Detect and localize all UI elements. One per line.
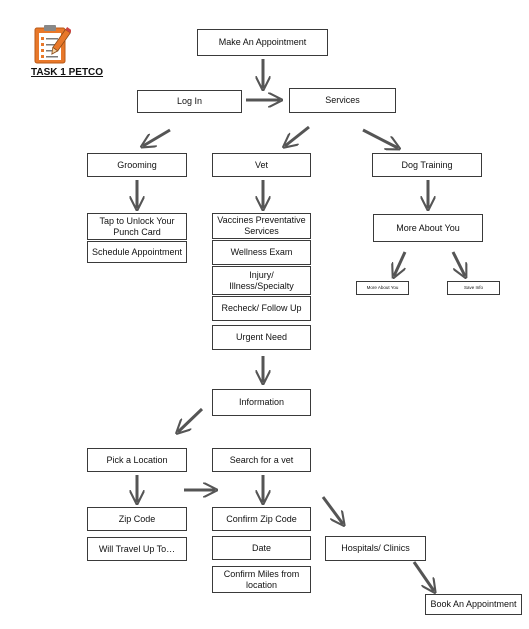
arrow-more-to-moresmall [394,251,407,276]
node-save-info: Save Info [447,281,500,295]
node-dog-training: Dog Training [372,153,482,177]
node-confirm-zip-code: Confirm Zip Code [212,507,311,531]
node-vet: Vet [212,153,311,177]
arrow-hospitals-to-book [412,561,434,591]
node-wellness-exam: Wellness Exam [212,240,311,265]
arrow-services-to-vet [285,125,310,146]
node-services: Services [289,88,396,113]
node-confirm-miles: Confirm Miles from location [212,566,311,593]
arrow-services-to-grooming [143,128,171,146]
arrow-more-to-save [451,251,465,276]
node-date: Date [212,536,311,560]
node-zip-code: Zip Code [87,507,187,531]
node-search-for-a-vet: Search for a vet [212,448,311,472]
node-more-about-you: More About You [373,214,483,242]
node-more-about-you-small: More About You [356,281,409,295]
node-schedule-appointment: Schedule Appointment [87,241,187,263]
node-information: Information [212,389,311,416]
node-log-in: Log In [137,90,242,113]
node-will-travel: Will Travel Up To… [87,537,187,561]
node-vaccines: Vaccines Preventative Services [212,213,311,239]
clipboard-checklist-icon [34,25,71,64]
node-grooming: Grooming [87,153,187,177]
node-pick-a-location: Pick a Location [87,448,187,472]
node-make-appointment: Make An Appointment [197,29,328,56]
node-tap-unlock-punch-card: Tap to Unlock Your Punch Card [87,213,187,240]
node-book-an-appointment: Book An Appointment [425,594,522,615]
node-urgent-need: Urgent Need [212,325,311,350]
node-hospitals-clinics: Hospitals/ Clinics [325,536,426,561]
node-recheck: Recheck/ Follow Up [212,296,311,321]
page-title: TASK 1 PETCO [31,67,104,78]
arrow-services-to-dogtraining [362,128,398,148]
arrow-information-to-picklocation [178,407,204,432]
arrow-searchvet-to-hospitals [321,496,343,524]
node-injury: Injury/ Illness/Specialty [212,266,311,295]
